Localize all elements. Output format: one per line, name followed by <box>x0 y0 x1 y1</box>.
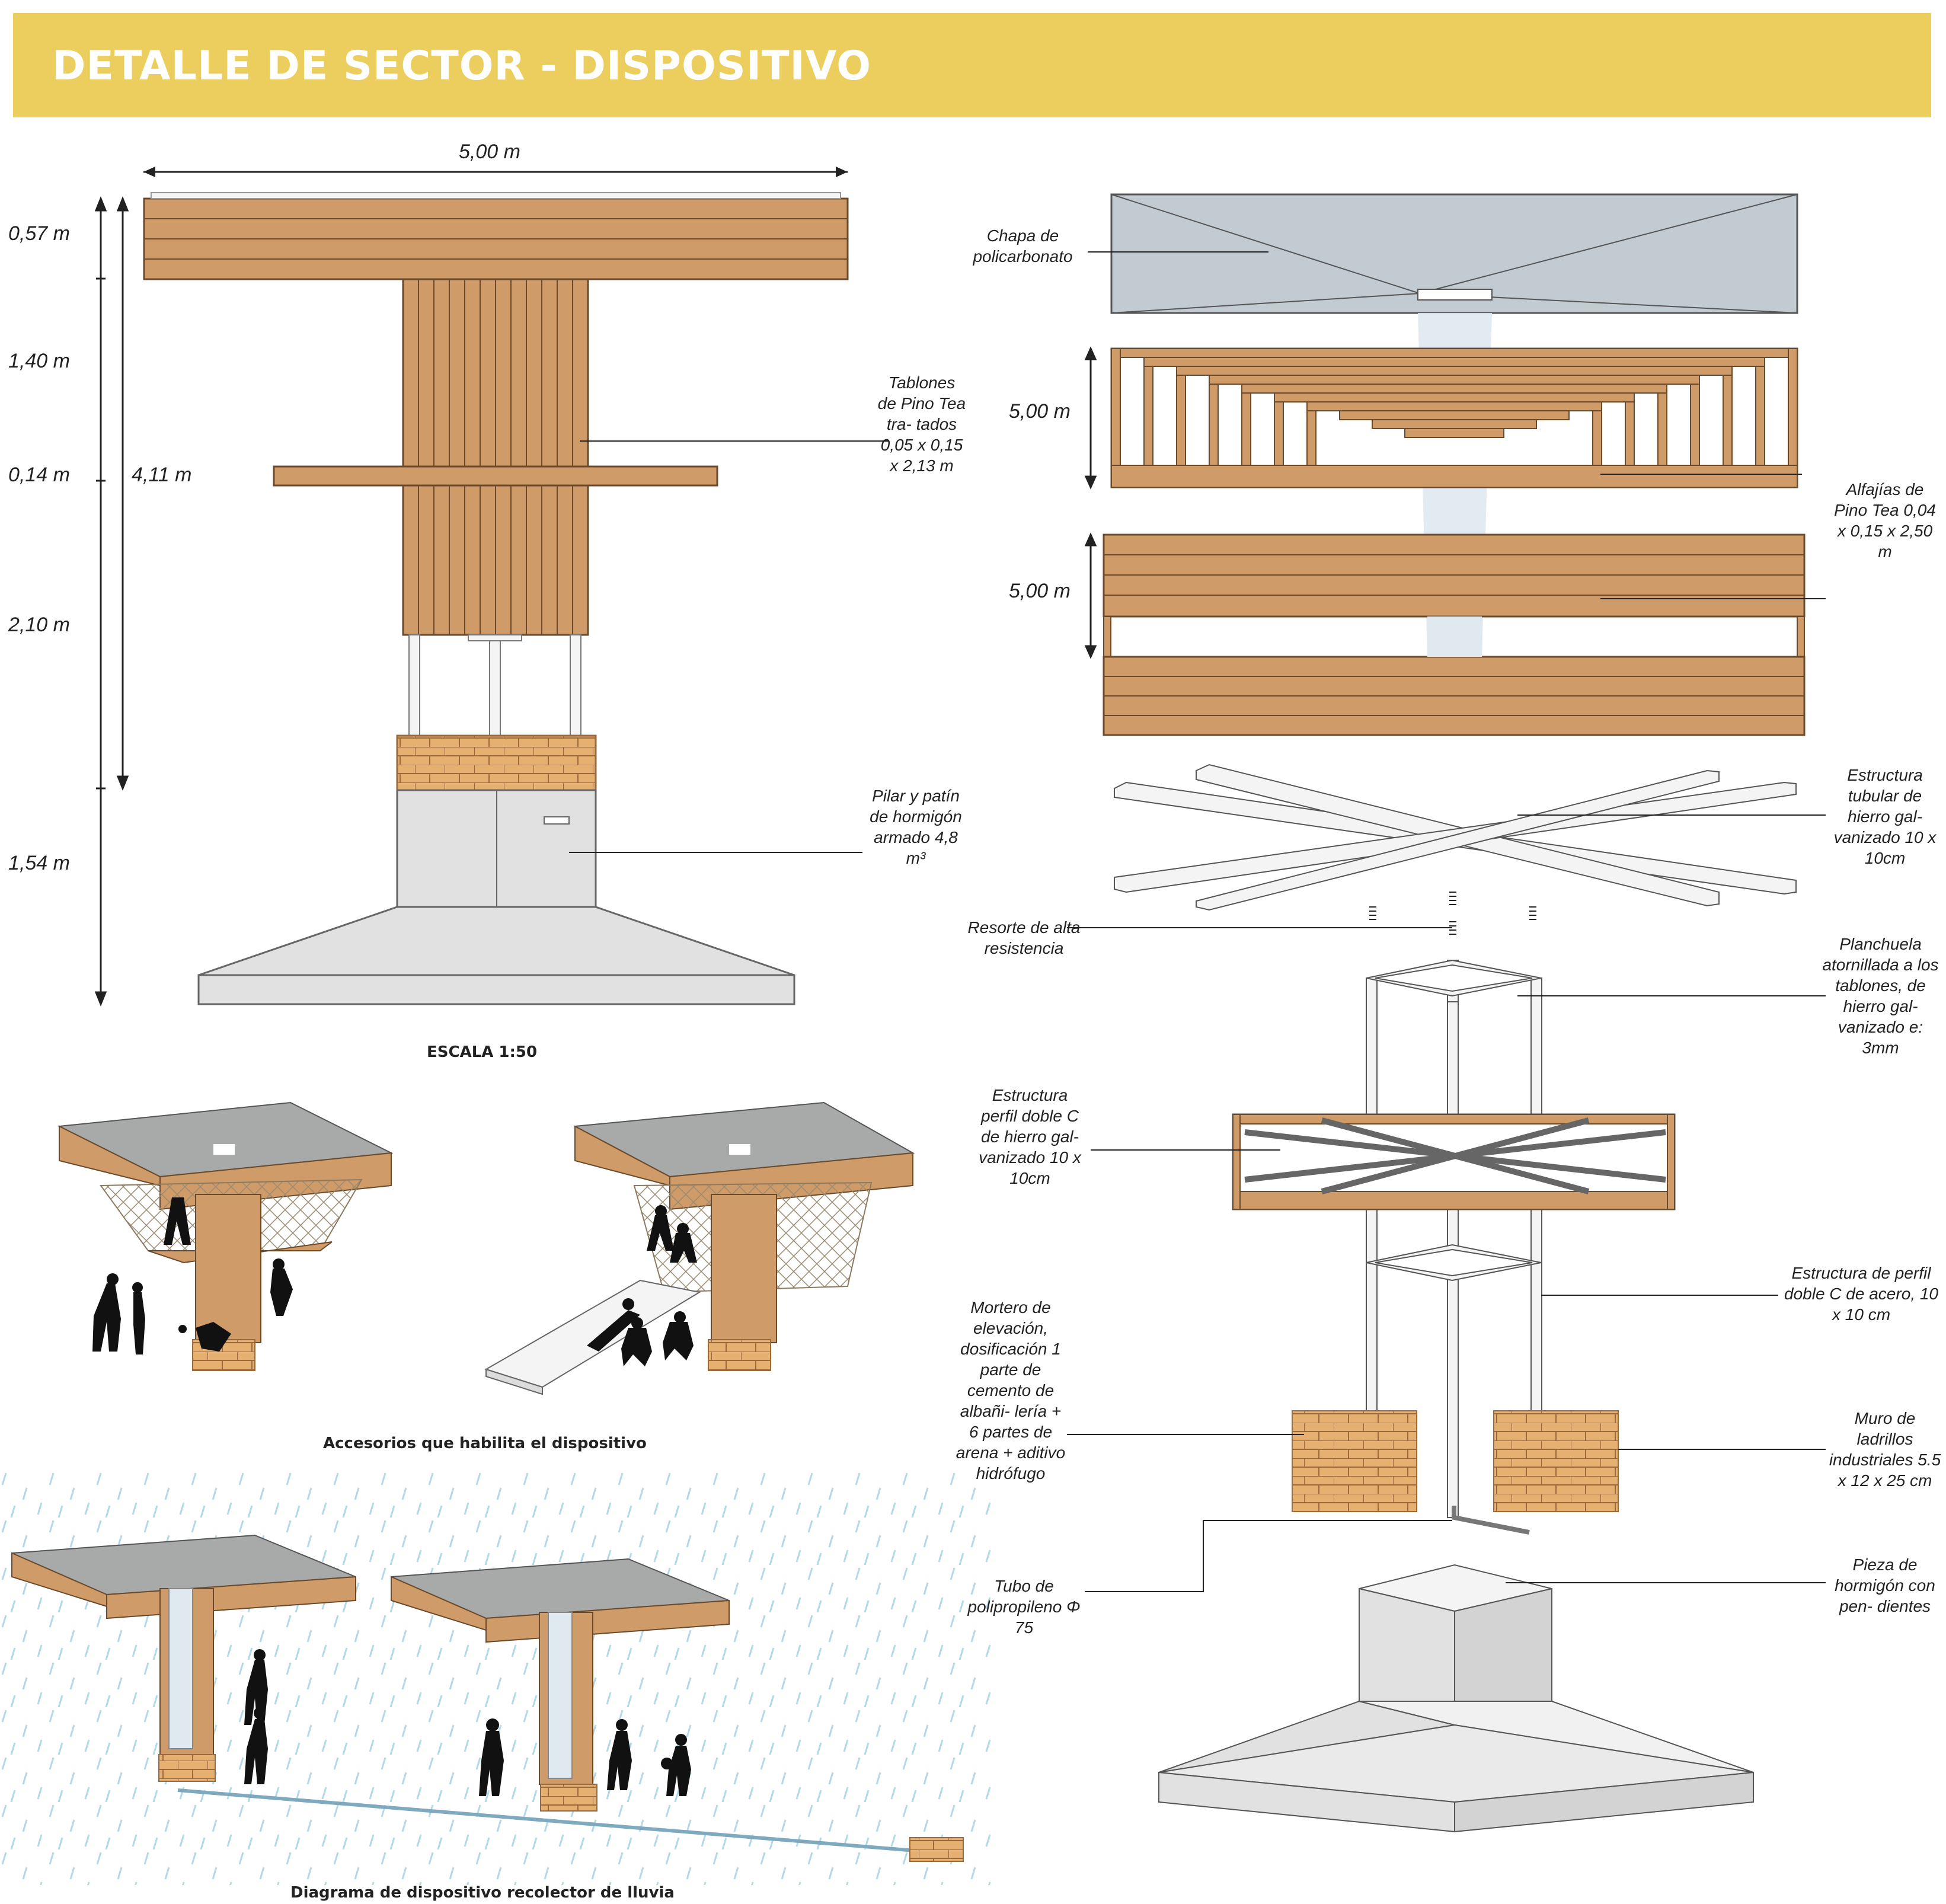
exploded-leader-lines <box>1067 251 1826 1592</box>
label-alfajias: Alfajías de Pino Tea 0,04 x 0,15 x 2,50 … <box>1834 480 1936 561</box>
height-total: 4,11 m <box>132 464 192 486</box>
steel-posts <box>408 634 581 736</box>
plank-frame-pyramid <box>1110 347 1798 488</box>
water-channel-lower <box>1427 616 1482 657</box>
caption-accesorios: Accesorios que habilita el dispositivo <box>323 1435 647 1452</box>
label-mortero: Mortero de elevación, dosificación 1 par… <box>956 1298 1066 1483</box>
label-tablones: Tablones de Pino Tea tra- tados 0,05 x 0… <box>877 373 966 475</box>
spring-icons <box>1369 892 1536 935</box>
height-140: 1,40 m <box>8 350 70 372</box>
brick-base <box>396 734 597 791</box>
height-014: 0,14 m <box>8 464 70 486</box>
label-muro: Muro de ladrillos industriales 5.5 x 12 … <box>1829 1409 1941 1490</box>
scale-caption: ESCALA 1:50 <box>427 1043 538 1061</box>
label-pieza: Pieza de hormigón con pen- dientes <box>1835 1555 1935 1615</box>
width-dimension-line <box>143 167 848 177</box>
roof-slab <box>143 192 849 280</box>
header-banner: DETALLE DE SECTOR - DISPOSITIVO <box>13 13 1931 117</box>
label-doble-c-hierro: Estructura perfil doble C de hierro gal-… <box>979 1086 1081 1187</box>
alfajias-box <box>1103 533 1806 736</box>
height-057: 0,57 m <box>8 222 70 245</box>
polycarbonate-sheet <box>1110 193 1798 314</box>
dim-frame: 5,00 m <box>1009 400 1071 423</box>
accessories-illustration-2 <box>484 1101 915 1395</box>
concrete-pillar <box>197 789 795 1005</box>
page-title: DETALLE DE SECTOR - DISPOSITIVO <box>52 43 872 90</box>
tubular-x-structure <box>1114 763 1797 911</box>
brick-wall-right <box>1493 1410 1619 1512</box>
accessories-illustration-1 <box>57 1101 394 1371</box>
label-doble-c-acero: Estructura de perfil doble C de acero, 1… <box>1784 1264 1938 1324</box>
exploded-axonometric <box>1067 193 1826 1833</box>
height-154: 1,54 m <box>8 852 70 874</box>
height-dimension-lines <box>94 196 129 1007</box>
label-tubo: Tubo de polipropileno Φ 75 <box>967 1577 1081 1637</box>
bench-board <box>273 465 718 487</box>
label-tubular: Estructura tubular de hierro gal- vaniza… <box>1833 766 1937 867</box>
caption-diagrama: Diagrama de dispositivo recolector de ll… <box>290 1884 675 1902</box>
elevation-drawing <box>94 167 889 1007</box>
width-dimension: 5,00 m <box>459 140 520 163</box>
double-c-platform <box>1232 1113 1676 1210</box>
exploded-dimension-lines <box>1084 346 1097 659</box>
height-210: 2,10 m <box>8 614 70 636</box>
rain-collector-diagram <box>0 1470 996 1885</box>
label-planchuela: Planchuela atornillada a los tablones, d… <box>1822 935 1939 1057</box>
concrete-piece <box>1158 1564 1754 1833</box>
label-resorte: Resorte de alta resistencia <box>967 918 1081 957</box>
brick-wall-left <box>1292 1410 1417 1512</box>
dim-box: 5,00 m <box>1009 580 1071 602</box>
label-chapa: Chapa de policarbonato <box>973 226 1073 266</box>
label-pilar: Pilar y patín de hormigón armado 4,8 m³ <box>870 787 962 867</box>
pipe <box>1452 1506 1530 1535</box>
plank-column <box>402 278 589 636</box>
